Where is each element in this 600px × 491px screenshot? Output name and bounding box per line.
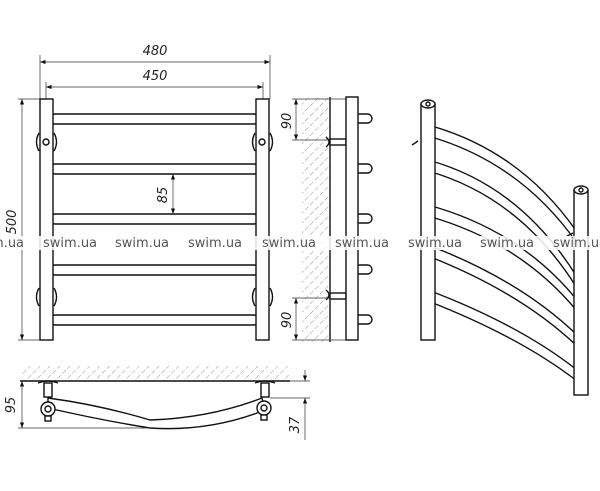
dim-bottom-bracket: 90 (280, 312, 295, 329)
watermark: swim.ua (335, 236, 389, 251)
watermark: swim.ua (188, 236, 242, 251)
watermark: swim.ua (43, 236, 97, 251)
watermark: swim.ua (553, 236, 600, 251)
left-post (39, 98, 54, 341)
left-post-3d (420, 103, 436, 341)
watermark-row: swim.ua swim.ua swim.ua swim.ua swim.ua … (0, 236, 600, 251)
top-bracket (329, 138, 347, 146)
right-post (255, 98, 270, 341)
watermark: swim.ua (115, 236, 169, 251)
side-view: 90 90 (280, 96, 373, 342)
front-view: 480 450 500 85 (5, 44, 274, 341)
dim-height: 500 (5, 210, 20, 235)
dim-center-distance: 450 (143, 69, 168, 84)
rails (49, 113, 260, 326)
dim-top-bracket: 90 (280, 113, 295, 130)
right-post-3d (573, 189, 589, 396)
dim-depth: 95 (4, 397, 19, 414)
bracket-hole-icon (42, 138, 50, 146)
dim-rail-spacing: 85 (156, 187, 171, 204)
top-view: 95 37 (4, 366, 310, 440)
watermark: swim.ua (408, 236, 462, 251)
watermark: swim.ua (0, 236, 24, 251)
dim-overall-width: 480 (143, 44, 168, 59)
watermark: swim.ua (262, 236, 316, 251)
bracket-hole-icon (258, 138, 266, 146)
dim-bracket-depth: 37 (288, 416, 303, 433)
bottom-bracket (329, 292, 347, 300)
curved-rail-top (47, 397, 266, 430)
watermark: swim.ua (480, 236, 534, 251)
side-post (345, 96, 359, 341)
